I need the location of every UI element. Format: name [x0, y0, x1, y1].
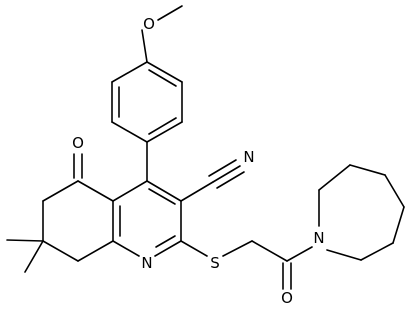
bond-c2-n1 — [154, 240, 182, 257]
bond-nitrile-c — [216, 171, 245, 189]
methoxy-oxygen-label: O — [143, 15, 155, 33]
bond-methyl-o — [157, 5, 183, 21]
bond-c4-c3 — [146, 180, 182, 202]
bond-c7-methyl-2 — [24, 240, 44, 273]
bond-phenyl-3 — [146, 121, 183, 143]
bond-azepane-5 — [349, 164, 386, 176]
bond-c7-c8 — [42, 240, 79, 262]
bond-phenyl-4 — [111, 121, 148, 143]
bond-n1-c8a — [112, 240, 140, 257]
nitrile-nitrogen-label: N — [243, 148, 254, 166]
bond-phenyl-1 — [146, 61, 183, 83]
thioether-sulfur-label: S — [210, 254, 220, 272]
azepane-nitrogen-label: N — [313, 229, 324, 247]
bond-co-n — [286, 246, 313, 262]
bond-nitrile-a — [212, 165, 241, 183]
bond-azepane-6 — [318, 164, 351, 191]
bond-s-ch2 — [222, 240, 253, 257]
bond-azepane-1 — [326, 249, 362, 261]
bond-c5-c6 — [42, 180, 79, 202]
bond-o-phenyl — [141, 29, 148, 63]
bond-c3-cn — [180, 181, 214, 202]
bond-phenyl-1-inner — [148, 69, 177, 87]
amide-oxygen-label: O — [281, 289, 293, 307]
bond-phenyl-6 — [111, 61, 148, 83]
bond-c2-n1-inner — [155, 235, 176, 248]
bond-azepane-2 — [360, 242, 394, 261]
bond-c4a-c4 — [112, 180, 148, 202]
bond-layer — [6, 5, 405, 290]
bond-phenyl-3-inner — [148, 117, 177, 135]
atom-label-layer: O O N N S O N — [72, 15, 325, 307]
bond-c2-s — [180, 240, 208, 257]
bond-c4-c3-inner — [148, 188, 176, 205]
ketone-oxygen-label: O — [72, 134, 84, 152]
pyridine-nitrogen-label: N — [141, 254, 152, 272]
bond-c7-methyl-1 — [6, 239, 44, 242]
bond-azepane-4 — [384, 174, 405, 208]
bond-azepane-3 — [392, 206, 405, 244]
bond-c4a-c5 — [77, 180, 114, 202]
bond-nitrile-b — [208, 159, 237, 177]
bond-ch2-co — [251, 240, 288, 262]
bond-c8-c8a — [77, 240, 114, 262]
